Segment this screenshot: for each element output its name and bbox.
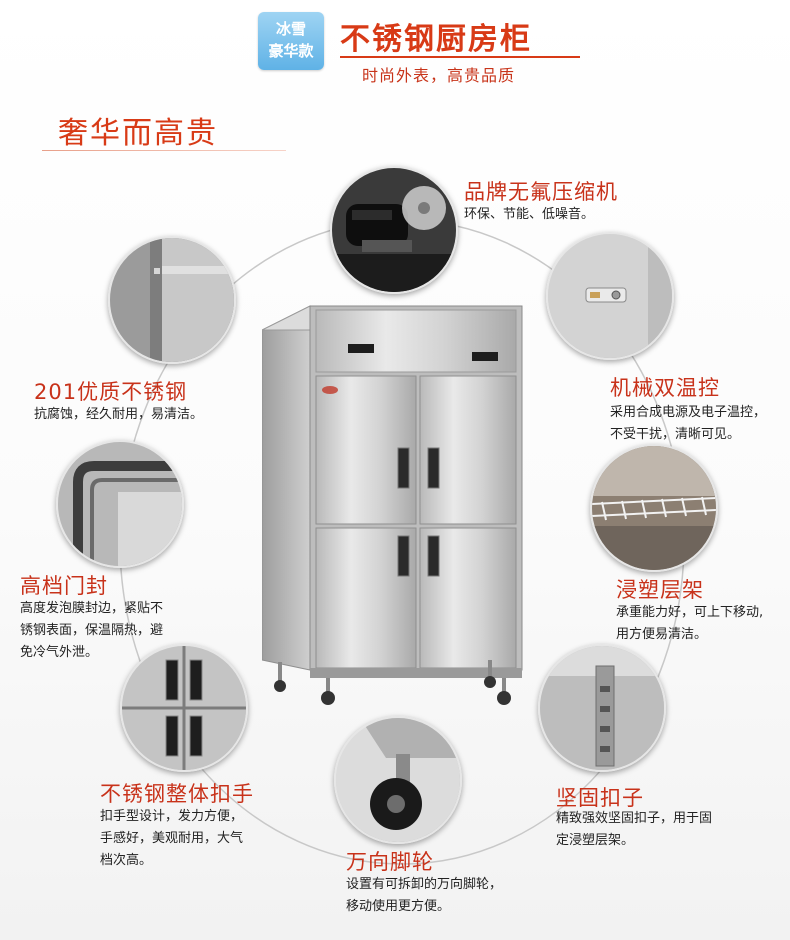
seal-desc-2: 锈钢表面，保温隔热，避 bbox=[20, 623, 164, 638]
badge-line-2: 豪华款 bbox=[268, 42, 314, 60]
steel-corner-photo bbox=[108, 236, 236, 364]
caster-desc-1: 设置有可拆卸的万向脚轮， bbox=[346, 877, 503, 892]
title-underline bbox=[340, 56, 580, 58]
shelf-clip-photo bbox=[538, 644, 666, 772]
compressor-photo bbox=[330, 166, 458, 294]
compressor-title: 品牌无氟压缩机 bbox=[464, 180, 618, 204]
seal-title: 高档门封 bbox=[20, 574, 108, 598]
thermostat-desc-2: 不受干扰，清晰可见。 bbox=[610, 427, 741, 442]
edition-badge: 冰雪 豪华款 bbox=[258, 12, 324, 70]
clip-desc-2: 定浸塑层架。 bbox=[556, 833, 635, 848]
shelf-desc-1: 承重能力好，可上下移动, bbox=[616, 605, 764, 620]
caster-wheel-photo bbox=[334, 716, 462, 844]
shelf-title: 浸塑层架 bbox=[616, 578, 704, 602]
fridge-illustration bbox=[261, 300, 524, 720]
clip-desc-1: 精致强效坚固扣子，用于固 bbox=[556, 811, 713, 826]
section-underline bbox=[42, 150, 286, 151]
wire-shelf-photo bbox=[590, 444, 718, 572]
clip-title: 坚固扣子 bbox=[556, 786, 644, 810]
thermostat-title: 机械双温控 bbox=[610, 376, 720, 400]
thermostat-photo bbox=[546, 232, 674, 360]
handle-desc-1: 扣手型设计，发力方便， bbox=[100, 809, 244, 824]
caster-desc-2: 移动使用更方便。 bbox=[346, 899, 451, 914]
page-subtitle: 时尚外表，高贵品质 bbox=[362, 66, 516, 85]
handle-desc-3: 档次高。 bbox=[100, 853, 153, 868]
seal-desc-1: 高度发泡膜封边，紧贴不 bbox=[20, 601, 164, 616]
handle-desc-2: 手感好，美观耐用，大气 bbox=[100, 831, 244, 846]
steel-desc: 抗腐蚀，经久耐用，易清洁。 bbox=[34, 407, 204, 422]
recessed-handle-photo bbox=[120, 644, 248, 772]
steel-title: 201优质不锈钢 bbox=[34, 380, 188, 404]
seal-desc-3: 免冷气外泄。 bbox=[20, 645, 99, 660]
handle-title: 不锈钢整体扣手 bbox=[100, 782, 254, 806]
badge-line-1: 冰雪 bbox=[275, 20, 306, 38]
page-title: 不锈钢厨房柜 bbox=[340, 22, 532, 57]
shelf-desc-2: 用方便易清洁。 bbox=[616, 627, 708, 642]
caster-title: 万向脚轮 bbox=[346, 850, 434, 874]
compressor-desc: 环保、节能、低噪音。 bbox=[464, 207, 595, 222]
thermostat-desc-1: 采用合成电源及电子温控， bbox=[610, 405, 767, 420]
section-title: 奢华而高贵 bbox=[58, 116, 218, 151]
door-seal-photo bbox=[56, 440, 184, 568]
